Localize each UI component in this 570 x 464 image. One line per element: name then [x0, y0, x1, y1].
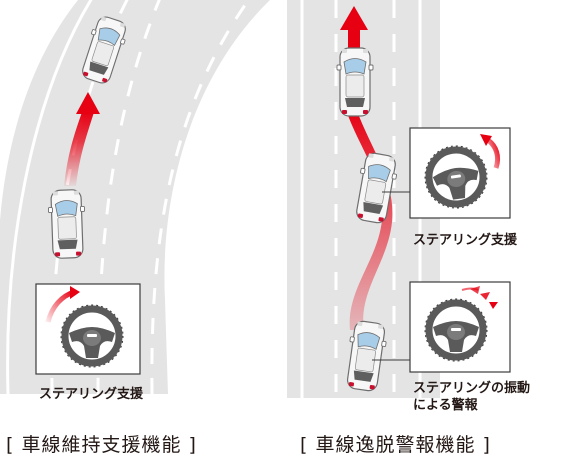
left-steering-inset: [35, 283, 141, 375]
right-caption: [ 車線逸脱警報機能 ]: [300, 434, 491, 456]
car-icon: [336, 47, 374, 117]
left-guidance-arrow: [64, 92, 100, 186]
right-bottom-inset-label-line2: による警報: [413, 398, 478, 413]
curved-arrow-icon: [480, 134, 501, 169]
right-bottom-steering-inset: [409, 281, 511, 373]
left-inset-label: ステアリング支援: [39, 387, 144, 402]
left-road-edge-line: [6, 0, 93, 395]
curved-arrow-icon: [45, 286, 80, 323]
vibration-arrows-icon: [461, 286, 498, 309]
left-lane-dash-3: [150, 0, 251, 395]
right-top-inset-label: ステアリング支援: [413, 233, 518, 248]
left-caption: [ 車線維持支援機能 ]: [6, 434, 197, 456]
car-icon: [47, 188, 87, 260]
right-bottom-inset-label-line1: ステアリングの振動: [413, 381, 531, 396]
right-top-steering-inset: [409, 127, 511, 219]
